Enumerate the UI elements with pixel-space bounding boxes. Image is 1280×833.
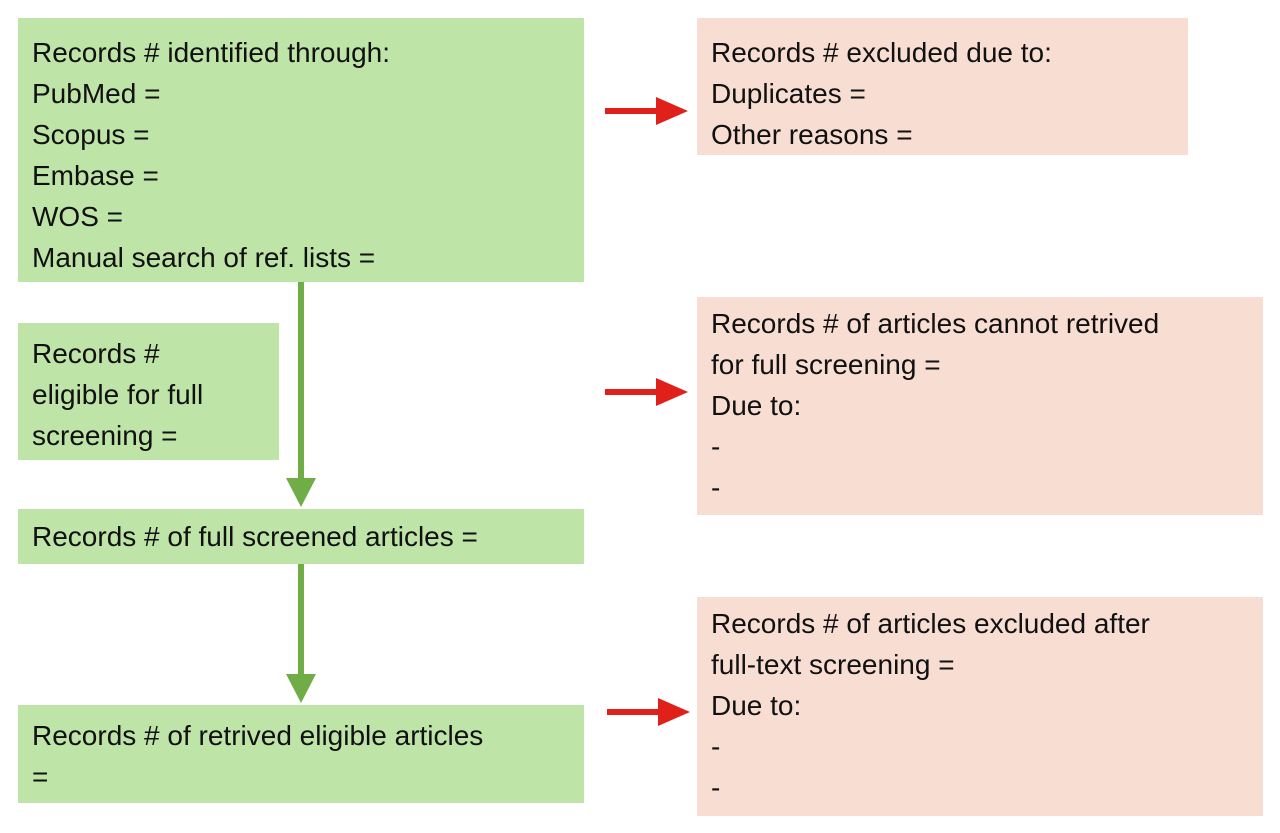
green-arrow-down-1 <box>286 282 316 507</box>
fulltext-excluded-reason-1: - <box>711 731 721 762</box>
identified-title: Records # identified through: <box>32 37 390 68</box>
identified-records-box: Records # identified through: PubMed = S… <box>18 18 584 282</box>
not-retrieved-reason-1: - <box>711 431 721 462</box>
fulltext-excluded-line-1: Records # of articles excluded after <box>711 608 1150 639</box>
eligible-line-1: Records # <box>32 338 160 369</box>
pubmed-line: PubMed = <box>32 78 161 109</box>
not-retrieved-due-to: Due to: <box>711 390 802 421</box>
fulltext-excluded-reason-2: - <box>711 772 721 803</box>
fulltext-excluded-line-2: full-text screening = <box>711 649 955 680</box>
eligible-line-3: screening = <box>32 420 178 451</box>
retrieved-line-1: Records # of retrived eligible articles <box>32 720 484 751</box>
not-retrieved-records-box: Records # of articles cannot retrived fo… <box>697 297 1263 515</box>
not-retrieved-reason-2: - <box>711 472 721 503</box>
eligible-line-2: eligible for full <box>32 379 204 410</box>
fulltext-excluded-due-to: Due to: <box>711 690 802 721</box>
duplicates-line: Duplicates = <box>711 78 866 109</box>
green-arrow-down-2 <box>286 564 316 703</box>
embase-line: Embase = <box>32 160 159 191</box>
fulltext-excluded-records-box: Records # of articles excluded after ful… <box>697 597 1263 816</box>
retrieved-line-2: = <box>32 761 49 792</box>
screened-records-box: Records # of full screened articles = <box>18 509 584 564</box>
not-retrieved-line-2: for full screening = <box>711 349 941 380</box>
other-reasons-line: Other reasons = <box>711 119 913 150</box>
screened-line: Records # of full screened articles = <box>32 521 478 552</box>
wos-line: WOS = <box>32 201 124 232</box>
excluded-title: Records # excluded due to: <box>711 37 1052 68</box>
manual-search-line: Manual search of ref. lists = <box>32 242 376 273</box>
retrieved-records-box: Records # of retrived eligible articles … <box>18 705 584 803</box>
not-retrieved-line-1: Records # of articles cannot retrived <box>711 308 1160 339</box>
red-arrow-right-1 <box>605 97 688 125</box>
excluded-records-box: Records # excluded due to: Duplicates = … <box>697 18 1188 155</box>
red-arrow-right-3 <box>607 698 690 726</box>
eligible-records-box: Records # eligible for full screening = <box>18 323 279 460</box>
scopus-line: Scopus = <box>32 119 150 150</box>
red-arrow-right-2 <box>605 378 688 406</box>
